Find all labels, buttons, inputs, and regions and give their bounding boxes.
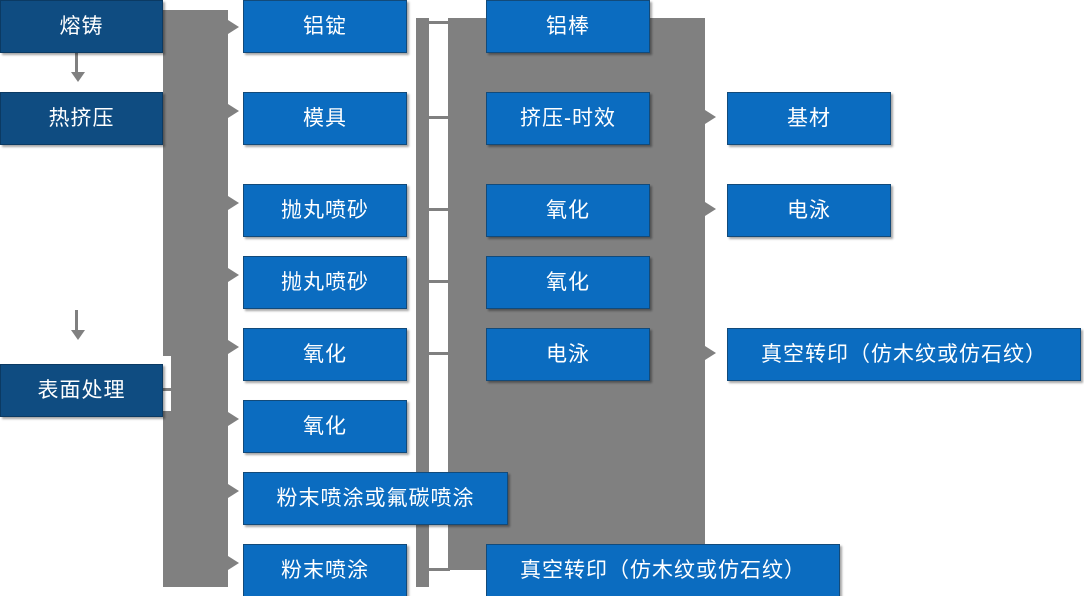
node-aluminium-ingot[interactable]: 铝锭 (243, 0, 407, 53)
tie-line-6 (428, 568, 450, 571)
node-powder-or-fluorocarbon-label: 粉末喷涂或氟碳喷涂 (276, 487, 475, 510)
stage-hot-extrusion[interactable]: 热挤压 (0, 92, 163, 145)
arrow-to-shot-blasting-2 (228, 268, 239, 282)
connector-left-white-gap (163, 356, 171, 411)
node-mould-label: 模具 (303, 107, 347, 130)
arrow-to-oxidation-1 (228, 340, 239, 354)
node-shot-blasting-1-label: 抛丸喷砂 (281, 199, 369, 222)
node-shot-blasting-1[interactable]: 抛丸喷砂 (243, 184, 407, 237)
arrow-down-surface-treatment (71, 330, 85, 340)
arrow-to-base-material (705, 110, 716, 124)
stage-surface-treatment[interactable]: 表面处理 (0, 364, 163, 417)
node-shot-blasting-2-label: 抛丸喷砂 (281, 271, 369, 294)
node-oxidation-2-label: 氧化 (303, 415, 347, 438)
arrow-to-electrophoresis-2 (705, 202, 716, 216)
arrow-to-oxidation-2 (228, 412, 239, 426)
node-aluminium-bar[interactable]: 铝棒 (486, 0, 650, 53)
node-vacuum-transfer-bottom-label: 真空转印（仿木纹或仿石纹） (520, 559, 806, 582)
stage-melt-cast-label: 熔铸 (59, 15, 104, 38)
arrow-to-aluminium-ingot (228, 20, 239, 34)
connector-surface-to-bar (163, 388, 185, 391)
connector-surface-stem (75, 310, 78, 332)
node-electrophoresis-1-label: 电泳 (546, 343, 590, 366)
node-oxidation-4[interactable]: 氧化 (486, 256, 650, 309)
node-aluminium-ingot-label: 铝锭 (303, 15, 347, 38)
node-powder-or-fluorocarbon[interactable]: 粉末喷涂或氟碳喷涂 (243, 472, 508, 525)
arrow-to-vacuum-transfer (705, 346, 716, 360)
node-oxidation-3-label: 氧化 (546, 199, 590, 222)
node-electrophoresis-1[interactable]: 电泳 (486, 328, 650, 381)
arrow-to-powder-coating (228, 556, 239, 570)
node-vacuum-transfer[interactable]: 真空转印（仿木纹或仿石纹） (727, 328, 1081, 381)
node-mould[interactable]: 模具 (243, 92, 407, 145)
arrow-to-mould (228, 104, 239, 118)
node-base-material-label: 基材 (787, 107, 831, 130)
tie-line-4 (428, 280, 450, 283)
node-aluminium-bar-label: 铝棒 (546, 15, 590, 38)
stage-melt-cast[interactable]: 熔铸 (0, 0, 163, 53)
node-base-material[interactable]: 基材 (727, 92, 891, 145)
node-vacuum-transfer-label: 真空转印（仿木纹或仿石纹） (761, 343, 1047, 366)
arrow-to-shot-blasting-1 (228, 196, 239, 210)
connector-bar-left (163, 10, 228, 587)
tie-line-3 (428, 208, 450, 211)
node-electrophoresis-2[interactable]: 电泳 (727, 184, 891, 237)
connector-melt-stem (75, 52, 78, 74)
arrow-to-powder-or-fluorocarbon (228, 484, 239, 498)
node-electrophoresis-2-label: 电泳 (787, 199, 831, 222)
tie-line-5 (428, 352, 450, 355)
node-extrusion-aging[interactable]: 挤压-时效 (486, 92, 650, 145)
node-oxidation-3[interactable]: 氧化 (486, 184, 650, 237)
stage-hot-extrusion-label: 热挤压 (48, 107, 115, 130)
node-extrusion-aging-label: 挤压-时效 (520, 107, 616, 130)
node-shot-blasting-2[interactable]: 抛丸喷砂 (243, 256, 407, 309)
connector-bar-thin (416, 18, 429, 587)
node-powder-coating[interactable]: 粉末喷涂 (243, 544, 407, 596)
stage-surface-treatment-label: 表面处理 (37, 379, 126, 402)
tie-line-2 (428, 116, 450, 119)
node-powder-coating-label: 粉末喷涂 (281, 559, 369, 582)
node-vacuum-transfer-bottom[interactable]: 真空转印（仿木纹或仿石纹） (486, 544, 840, 596)
node-oxidation-1[interactable]: 氧化 (243, 328, 407, 381)
node-oxidation-2[interactable]: 氧化 (243, 400, 407, 453)
tie-line-1 (428, 21, 450, 24)
arrow-down-melt-cast (71, 72, 85, 82)
node-oxidation-1-label: 氧化 (303, 343, 347, 366)
node-oxidation-4-label: 氧化 (546, 271, 590, 294)
